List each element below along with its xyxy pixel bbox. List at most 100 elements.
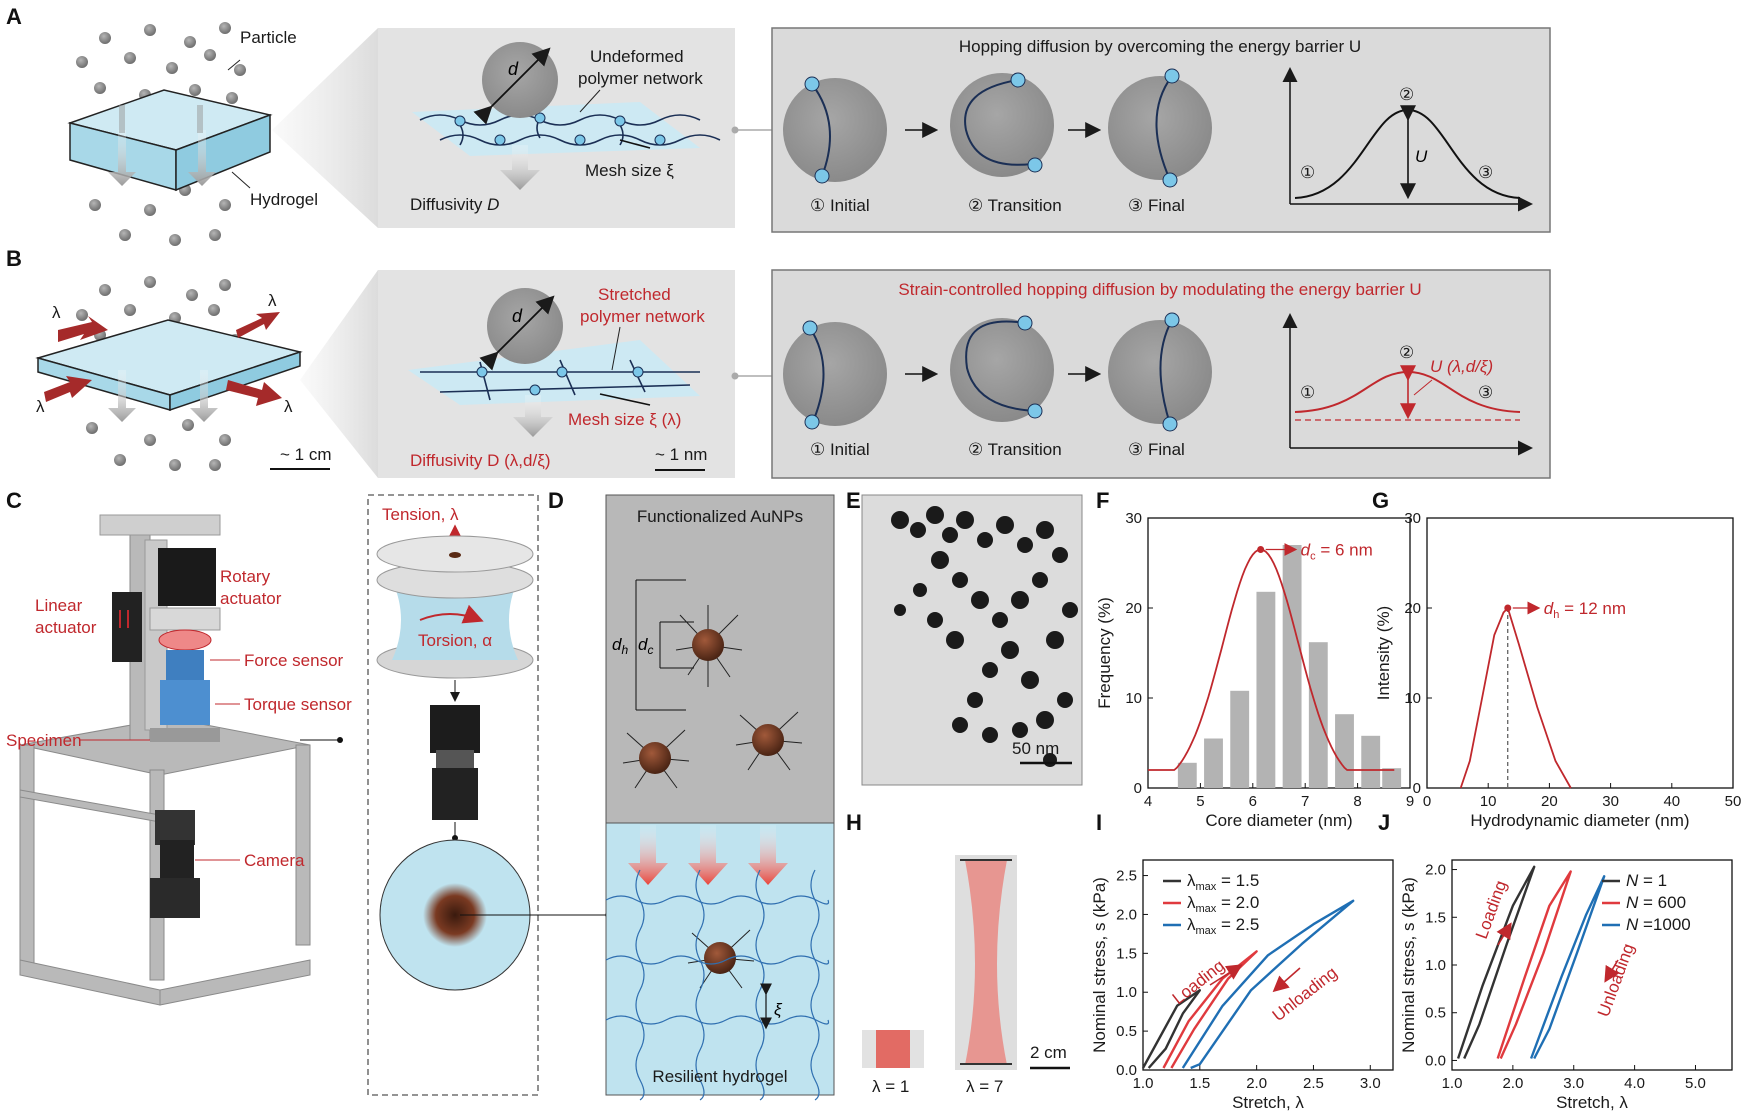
x-tick-label: 2.0 bbox=[1502, 1075, 1523, 1092]
panel-label-i: I bbox=[1096, 810, 1102, 835]
y-tick-label: 30 bbox=[1125, 510, 1142, 527]
xi-label: ξ bbox=[774, 1000, 783, 1019]
panel-c: C Rotary actuator Linear actuator Force … bbox=[6, 488, 611, 1096]
state-final-a: ③ Final bbox=[1128, 196, 1185, 215]
hysteresis-loop-line bbox=[1529, 875, 1606, 1060]
lambda-label-b2: λ bbox=[268, 291, 277, 310]
state-transition-b: ② Transition bbox=[968, 440, 1062, 459]
diffusivity-label-a: Diffusivity D bbox=[410, 195, 499, 214]
scale-nm: ~ 1 nm bbox=[655, 445, 707, 464]
x-tick-label: 1.0 bbox=[1442, 1075, 1463, 1092]
particle-sphere-a bbox=[482, 42, 558, 118]
panel-label-h: H bbox=[846, 810, 862, 835]
y-axis-label: Nominal stress, s (kPa) bbox=[1399, 877, 1418, 1053]
y-tick-label: 0.5 bbox=[1116, 1023, 1137, 1040]
state-initial-b: ① Initial bbox=[810, 440, 870, 459]
mirror bbox=[155, 810, 195, 845]
state-final-b: ③ Final bbox=[1128, 440, 1185, 459]
x-tick-label: 20 bbox=[1541, 793, 1558, 810]
diffusion-spot bbox=[423, 883, 487, 947]
panel-label-d: D bbox=[548, 488, 564, 513]
scale-cm: ~ 1 cm bbox=[280, 445, 332, 464]
rotary-actuator-label: actuator bbox=[220, 589, 282, 608]
x-tick-label: 4.0 bbox=[1624, 1075, 1645, 1092]
legend-label: N = 600 bbox=[1626, 893, 1686, 912]
panel-label-j: J bbox=[1378, 810, 1390, 835]
gaussian-fit-line bbox=[1148, 548, 1395, 771]
aunps-title: Functionalized AuNPs bbox=[637, 507, 803, 526]
histogram-bar bbox=[1361, 735, 1381, 788]
x-tick-label: 0 bbox=[1423, 793, 1431, 810]
legend-label: λmax = 2.0 bbox=[1187, 893, 1259, 915]
torsion-label: Torsion, α bbox=[418, 631, 492, 650]
camera-detail bbox=[430, 705, 480, 820]
dh-annotation: dh = 12 nm bbox=[1544, 599, 1626, 621]
diffusion-arrow-a bbox=[500, 145, 540, 190]
hopping-states-a bbox=[783, 68, 1212, 188]
x-axis-label: Core diameter (nm) bbox=[1205, 811, 1352, 830]
peak-marker bbox=[1504, 604, 1512, 612]
panel-d: D Functionalized AuNPs dh dc bbox=[548, 488, 835, 1101]
y-tick-label: 20 bbox=[1404, 600, 1421, 617]
stretch-arrows-b bbox=[44, 312, 282, 406]
x-tick-label: 2.0 bbox=[1246, 1075, 1267, 1092]
nanoparticles bbox=[622, 605, 803, 989]
dc-annotation: dc = 6 nm bbox=[1301, 541, 1373, 563]
force-sensor bbox=[166, 650, 204, 680]
y-tick-label: 10 bbox=[1404, 690, 1421, 707]
top-plate bbox=[99, 514, 221, 536]
aunps-box bbox=[605, 494, 835, 824]
circle-3-a: ③ bbox=[1478, 163, 1493, 182]
down-arrows-a bbox=[108, 105, 216, 186]
plot-frame bbox=[1142, 859, 1394, 1071]
histogram-bar bbox=[1382, 768, 1402, 788]
lambda-label-b4: λ bbox=[284, 397, 293, 416]
state-transition-a: ② Transition bbox=[968, 196, 1062, 215]
h-scale-label: 2 cm bbox=[1030, 1043, 1067, 1062]
x-tick-label: 40 bbox=[1663, 793, 1680, 810]
tem-particles bbox=[891, 506, 1078, 767]
sample-unstretched-gel bbox=[876, 1030, 910, 1068]
x-tick-label: 3.0 bbox=[1563, 1075, 1584, 1092]
panel-label-e: E bbox=[846, 488, 861, 513]
y-tick-label: 1.5 bbox=[1425, 909, 1446, 926]
y-tick-label: 0 bbox=[1134, 780, 1142, 797]
camera-label: Camera bbox=[244, 851, 305, 870]
x-tick-label: 30 bbox=[1602, 793, 1619, 810]
rotary-actuator bbox=[158, 548, 216, 606]
resilient-hydrogel-label: Resilient hydrogel bbox=[652, 1067, 787, 1086]
panel-b: B λ λ λ λ ~ 1 cm bbox=[6, 246, 1551, 479]
sample-stretched-gel bbox=[965, 860, 1007, 1065]
y-axis-label: Frequency (%) bbox=[1095, 597, 1114, 708]
y-tick-label: 2.0 bbox=[1116, 906, 1137, 923]
y-tick-label: 20 bbox=[1125, 600, 1142, 617]
y-tick-label: 2.5 bbox=[1116, 868, 1137, 885]
hysteresis-loop-line bbox=[1141, 989, 1201, 1069]
legend-label: λmax = 2.5 bbox=[1187, 915, 1259, 937]
histogram-bar bbox=[1177, 762, 1197, 788]
hopping-title-a: Hopping diffusion by overcoming the ener… bbox=[959, 37, 1361, 56]
unloading-label: Unloading bbox=[1269, 963, 1341, 1025]
legend-label: N = 1 bbox=[1626, 871, 1667, 890]
tension-label: Tension, λ bbox=[382, 505, 459, 524]
mesh-size-label-a: Mesh size ξ bbox=[585, 161, 674, 180]
zoom-wedge-a bbox=[272, 28, 378, 228]
U-label-b: U (λ,d/ξ) bbox=[1430, 357, 1493, 376]
tem-scale-label: 50 nm bbox=[1012, 739, 1059, 758]
dls-series-line bbox=[1459, 606, 1572, 789]
tem-image bbox=[861, 494, 1083, 786]
x-tick-label: 10 bbox=[1480, 793, 1497, 810]
circle-1-b: ① bbox=[1300, 383, 1315, 402]
loading-arrow bbox=[1209, 964, 1243, 986]
histogram-bar bbox=[1204, 738, 1223, 788]
legend-label: N =1000 bbox=[1626, 915, 1691, 934]
panel-label-c: C bbox=[6, 488, 22, 513]
x-tick-label: 3.0 bbox=[1360, 1075, 1381, 1092]
unloading-arrow bbox=[1604, 959, 1620, 983]
specimen-holder bbox=[150, 728, 220, 742]
y-tick-label: 0.5 bbox=[1425, 1005, 1446, 1022]
hydrogel-label: Hydrogel bbox=[250, 190, 318, 209]
